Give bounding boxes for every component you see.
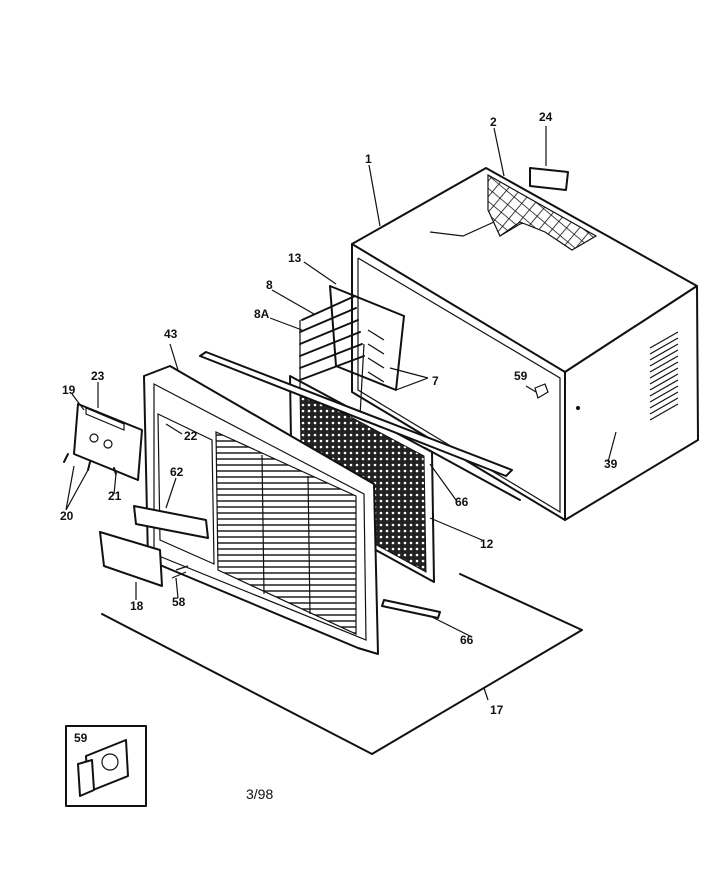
label-21: 21	[108, 489, 122, 503]
front-panel	[133, 365, 379, 655]
label-plate	[529, 167, 569, 191]
label-22: 22	[184, 429, 198, 443]
label-13: 13	[288, 251, 302, 265]
access-door	[99, 531, 163, 587]
label-2: 2	[490, 115, 497, 129]
label-19: 19	[62, 383, 76, 397]
inset-detail-59	[65, 725, 147, 807]
top-rail	[199, 351, 513, 477]
label-7: 7	[432, 374, 439, 388]
label-23: 23	[91, 369, 105, 383]
label-39: 39	[604, 457, 618, 471]
label-8a: 8A	[254, 307, 270, 321]
insulation-pad	[487, 173, 598, 251]
label-12: 12	[480, 537, 494, 551]
leader-lines	[65, 126, 617, 701]
control-panel	[63, 403, 143, 481]
label-62: 62	[170, 465, 184, 479]
label-59-inset: 59	[74, 731, 88, 745]
label-18: 18	[130, 599, 144, 613]
side-louvers	[649, 331, 679, 421]
label-43: 43	[164, 327, 178, 341]
base-outline	[101, 573, 583, 755]
revision-date: 3/98	[246, 786, 273, 802]
label-1: 1	[365, 152, 372, 166]
label-20: 20	[60, 509, 74, 523]
label-58: 58	[172, 595, 186, 609]
label-59: 59	[514, 369, 528, 383]
label-66-lower: 66	[460, 633, 474, 647]
part-labels: 1 2 24 13 8 8A 43 7 59 19 23 22 39 62 21…	[60, 110, 618, 745]
label-66-upper: 66	[455, 495, 469, 509]
label-8: 8	[266, 278, 273, 292]
label-17: 17	[490, 703, 504, 717]
label-24: 24	[539, 110, 553, 124]
